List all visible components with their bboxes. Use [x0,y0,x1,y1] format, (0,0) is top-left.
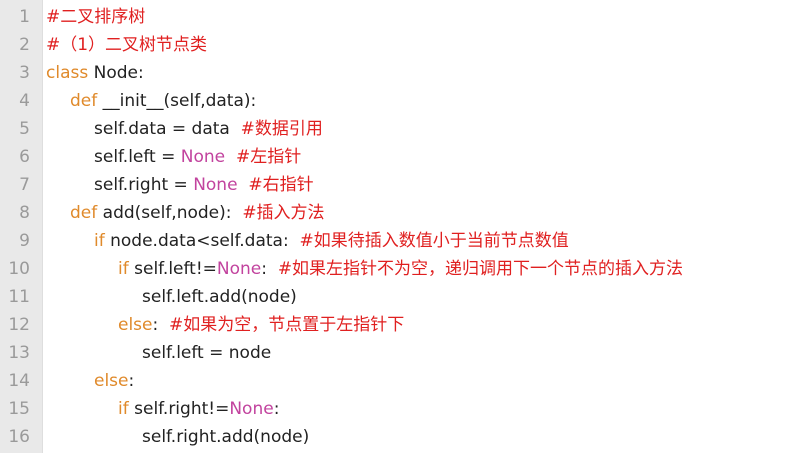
code-text: if self.right!=None: [118,395,279,423]
code-token: : [261,259,278,279]
line-number: 8 [19,203,30,223]
line-number: 4 [19,91,30,111]
code-line[interactable]: 13 self.left = node [0,339,802,367]
code-text: self.left = None #左指针 [94,143,301,171]
code-line[interactable]: 1 #二叉排序树 [0,3,802,31]
code-text: #二叉排序树 [46,3,145,31]
code-token: node.data<self.data: [104,231,300,251]
code-token: self.data = data [94,119,241,139]
constant-token: None [180,147,226,167]
constant-token: None [216,259,262,279]
line-number: 10 [8,259,30,279]
code-line[interactable]: 9 if node.data<self.data: #如果待插入数值小于当前节点数… [0,227,802,255]
code-text: if node.data<self.data: #如果待插入数值小于当前节点数值 [94,227,569,255]
comment-token: #插入方法 [242,203,325,223]
code-line[interactable]: 15 if self.right!=None: [0,395,802,423]
code-token: add(self,node): [97,203,243,223]
line-number: 15 [8,399,30,419]
comment-token: #（1）二叉树节点类 [46,35,208,55]
line-number: 9 [19,231,30,251]
code-text: #（1）二叉树节点类 [46,31,207,59]
code-line[interactable]: 4 def __init__(self,data): [0,87,802,115]
code-line[interactable]: 14 else: [0,367,802,395]
code-text: else: #如果为空，节点置于左指针下 [118,311,404,339]
comment-token: #左指针 [235,147,302,167]
code-token [238,175,249,195]
code-line[interactable]: 6 self.left = None #左指针 [0,143,802,171]
code-text: class Node: [46,59,144,87]
comment-token: #二叉排序树 [46,7,146,27]
code-token: self.right = [94,175,194,195]
comment-token: #如果待插入数值小于当前节点数值 [299,231,569,251]
code-token: : [152,315,170,335]
code-text: def add(self,node): #插入方法 [70,199,325,227]
line-number: 2 [19,35,30,55]
code-token: self.right.add(node) [142,427,310,447]
line-number: 6 [19,147,30,167]
code-text: self.left = node [142,339,271,367]
code-text: self.right.add(node) [142,423,309,451]
code-token [225,147,236,167]
line-number: 14 [8,371,30,391]
code-token: self.left!= [128,259,217,279]
line-number: 1 [19,7,30,27]
comment-token: #如果左指针不为空，递归调用下一个节点的插入方法 [277,259,684,279]
line-number-gutter [0,0,43,453]
keyword-token: if [94,231,105,251]
code-text: self.left.add(node) [142,283,297,311]
line-number: 13 [8,343,30,363]
keyword-token: if [118,259,129,279]
code-token: : [273,399,280,419]
code-text: def __init__(self,data): [70,87,256,115]
constant-token: None [193,175,238,195]
line-number: 5 [19,119,30,139]
code-line[interactable]: 3 class Node: [0,59,802,87]
code-text: else: [94,367,134,395]
keyword-token: else [118,315,153,335]
code-line[interactable]: 12 else: #如果为空，节点置于左指针下 [0,311,802,339]
keyword-token: class [46,63,89,83]
code-token: self.left = node [142,343,272,363]
comment-token: #如果为空，节点置于左指针下 [169,315,405,335]
line-number: 12 [8,315,30,335]
code-line[interactable]: 2 #（1）二叉树节点类 [0,31,802,59]
code-text: self.data = data #数据引用 [94,115,323,143]
code-token: Node: [88,63,144,83]
comment-token: #右指针 [248,175,314,195]
code-text: self.right = None #右指针 [94,171,314,199]
code-token: : [128,371,135,391]
keyword-token: else [94,371,129,391]
code-line[interactable]: 5 self.data = data #数据引用 [0,115,802,143]
code-line[interactable]: 16 self.right.add(node) [0,423,802,451]
code-token: __init__(self,data): [97,91,257,111]
code-line[interactable]: 8 def add(self,node): #插入方法 [0,199,802,227]
line-number: 11 [8,287,30,307]
code-text: if self.left!=None: #如果左指针不为空，递归调用下一个节点的… [118,255,683,283]
code-token: self.right!= [128,399,230,419]
keyword-token: def [70,91,98,111]
keyword-token: def [70,203,98,223]
constant-token: None [229,399,274,419]
code-token: self.left.add(node) [142,287,297,307]
code-line[interactable]: 10 if self.left!=None: #如果左指针不为空，递归调用下一个节… [0,255,802,283]
line-number: 3 [19,63,30,83]
code-line[interactable]: 11 self.left.add(node) [0,283,802,311]
line-number: 7 [19,175,30,195]
code-token: self.left = [94,147,181,167]
code-line[interactable]: 7 self.right = None #右指针 [0,171,802,199]
line-number: 16 [8,427,30,447]
comment-token: #数据引用 [240,119,323,139]
keyword-token: if [118,399,129,419]
